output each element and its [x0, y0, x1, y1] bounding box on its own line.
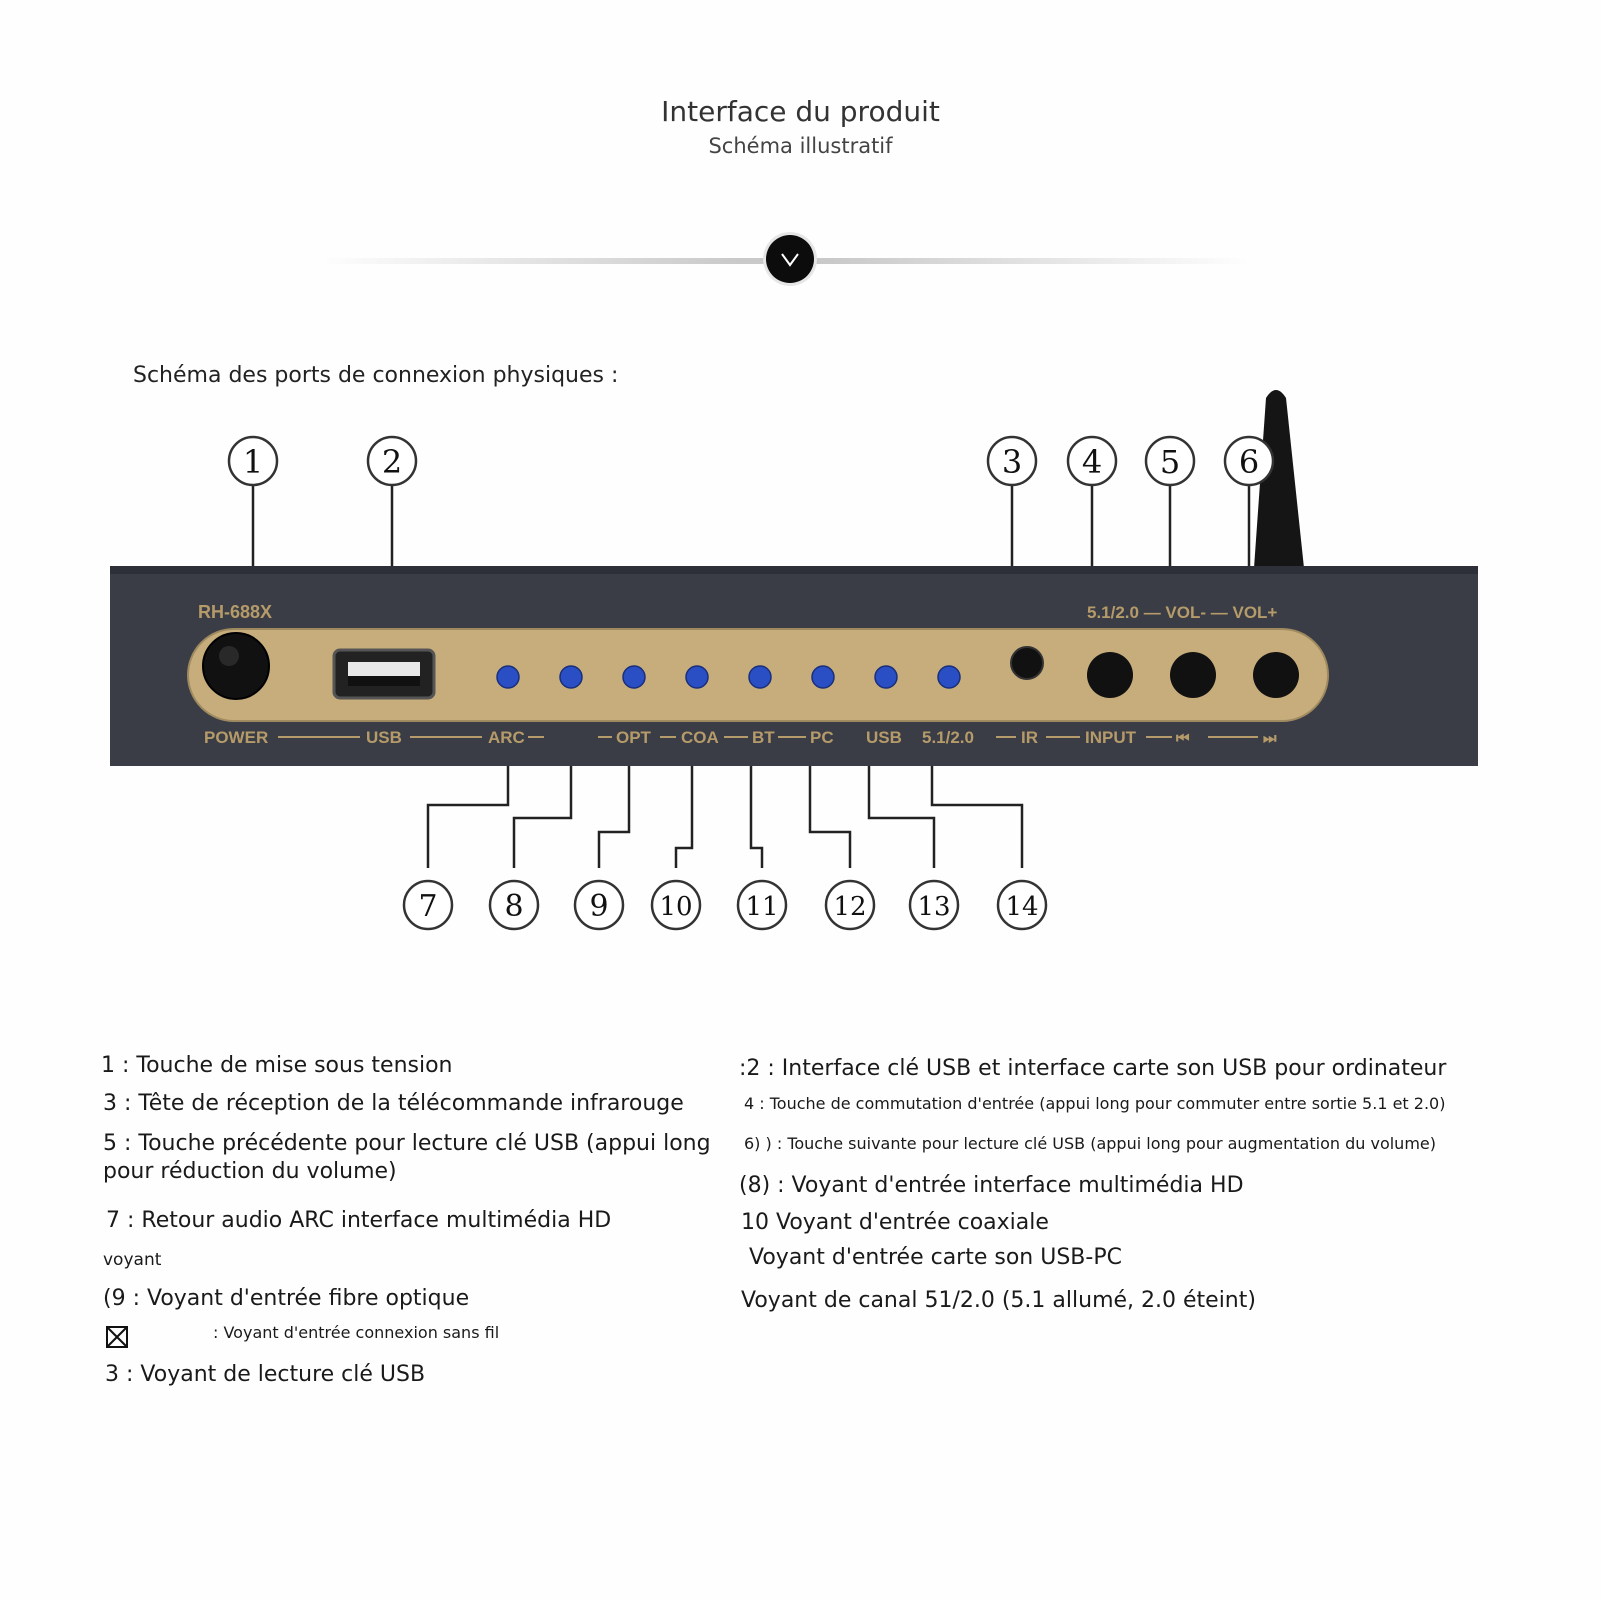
vol-minus-button [1170, 652, 1216, 698]
svg-text:8: 8 [504, 889, 523, 924]
label-power: POWER [204, 728, 268, 747]
legend-item-usb-playback: 3 : Voyant de lecture clé USB [105, 1362, 426, 1387]
antenna [1254, 390, 1304, 568]
legend-item-wireless: : Voyant d'entrée connexion sans fil [213, 1323, 500, 1342]
label-next: ⏭ [1263, 730, 1277, 747]
svg-text:1: 1 [243, 443, 263, 481]
label-51: 5.1/2.0 [922, 728, 974, 747]
svg-text:4: 4 [1082, 443, 1102, 481]
callout-1: 1 [227, 435, 279, 487]
callout-8: 8 [488, 879, 540, 931]
legend-item-8: (8) : Voyant d'entrée interface multiméd… [739, 1173, 1244, 1198]
crossed-box-icon [106, 1326, 128, 1348]
svg-text:5: 5 [1160, 443, 1180, 481]
legend-item-usb-pc: Voyant d'entrée carte son USB-PC [749, 1245, 1122, 1270]
svg-text:11: 11 [745, 892, 778, 922]
callout-14: 14 [996, 879, 1048, 931]
label-arc: ARC [488, 728, 525, 747]
callout-12: 12 [824, 879, 876, 931]
svg-text:3: 3 [1002, 443, 1022, 481]
model-label: RH-688X [198, 602, 272, 622]
chevron-down-icon[interactable] [766, 235, 814, 283]
label-coa: COA [681, 728, 719, 747]
bottom-labels: POWER USB ARC OPT COA BT PC USB 5.1/2.0 … [204, 728, 1277, 747]
callout-11: 11 [736, 879, 788, 931]
callout-4: 4 [1066, 435, 1118, 487]
vol-plus-button [1253, 652, 1299, 698]
label-opt: OPT [616, 728, 652, 747]
callout-2: 2 [366, 435, 418, 487]
svg-text:14: 14 [1005, 892, 1038, 922]
svg-text:10: 10 [659, 892, 692, 922]
label-pc: PC [810, 728, 834, 747]
bottom-leaders [426, 766, 1024, 868]
callout-3: 3 [986, 435, 1038, 487]
label-input: INPUT [1085, 728, 1137, 747]
legend-item-10: 10 Voyant d'entrée coaxiale [741, 1210, 1049, 1235]
legend-item-channel: Voyant de canal 51/2.0 (5.1 allumé, 2.0 … [741, 1288, 1256, 1313]
callout-9: 9 [573, 879, 625, 931]
label-usb: USB [366, 728, 402, 747]
callout-7: 7 [402, 879, 454, 931]
svg-text:9: 9 [589, 889, 608, 924]
top-control-labels: 5.1/2.0 — VOL- — VOL+ [1087, 603, 1277, 622]
input-button [1087, 652, 1133, 698]
led-row [496, 665, 961, 689]
top-callouts: 1 2 3 4 5 6 [227, 435, 1275, 487]
legend-item-5: 5 : Touche précédente pour lecture clé U… [103, 1131, 711, 1184]
section-title: Schéma des ports de connexion physiques … [133, 363, 619, 388]
label-prev: ⏮ [1176, 730, 1190, 747]
svg-text:12: 12 [833, 892, 866, 922]
callout-6: 6 [1223, 435, 1275, 487]
legend-item-6: 6) ) : Touche suivante pour lecture clé … [744, 1134, 1436, 1153]
bottom-callouts: 7 8 9 10 11 12 13 14 [402, 879, 1048, 931]
page-title: Interface du produit [661, 95, 940, 128]
svg-text:13: 13 [917, 892, 950, 922]
label-bt: BT [752, 728, 775, 747]
callout-10: 10 [650, 879, 702, 931]
legend-item-3: 3 : Tête de réception de la télécommande… [103, 1091, 684, 1116]
legend-item-4: 4 : Touche de commutation d'entrée (appu… [744, 1094, 1446, 1113]
legend-item-9: (9 : Voyant d'entrée fibre optique [103, 1286, 470, 1311]
callout-5: 5 [1144, 435, 1196, 487]
label-ir: IR [1021, 728, 1038, 747]
power-knob [202, 632, 270, 700]
chevron-svg [781, 253, 799, 267]
device-diagram: RH-688X 5.1/2.0 — VOL- — VOL+ POWER USB … [110, 390, 1478, 931]
legend-item-2: :2 : Interface clé USB et interface cart… [739, 1056, 1447, 1081]
label-usb2: USB [866, 728, 902, 747]
legend-item-1: 1 : Touche de mise sous tension [101, 1053, 453, 1078]
legend-item-7: 7 : Retour audio ARC interface multimédi… [106, 1208, 612, 1233]
page-subtitle: Schéma illustratif [708, 134, 893, 158]
legend-item-voyant: voyant [103, 1250, 162, 1270]
svg-text:7: 7 [418, 889, 437, 924]
svg-text:2: 2 [382, 443, 402, 481]
svg-text:6: 6 [1239, 443, 1259, 481]
top-leaders [251, 484, 1251, 568]
callout-13: 13 [908, 879, 960, 931]
ir-window [1010, 646, 1044, 680]
